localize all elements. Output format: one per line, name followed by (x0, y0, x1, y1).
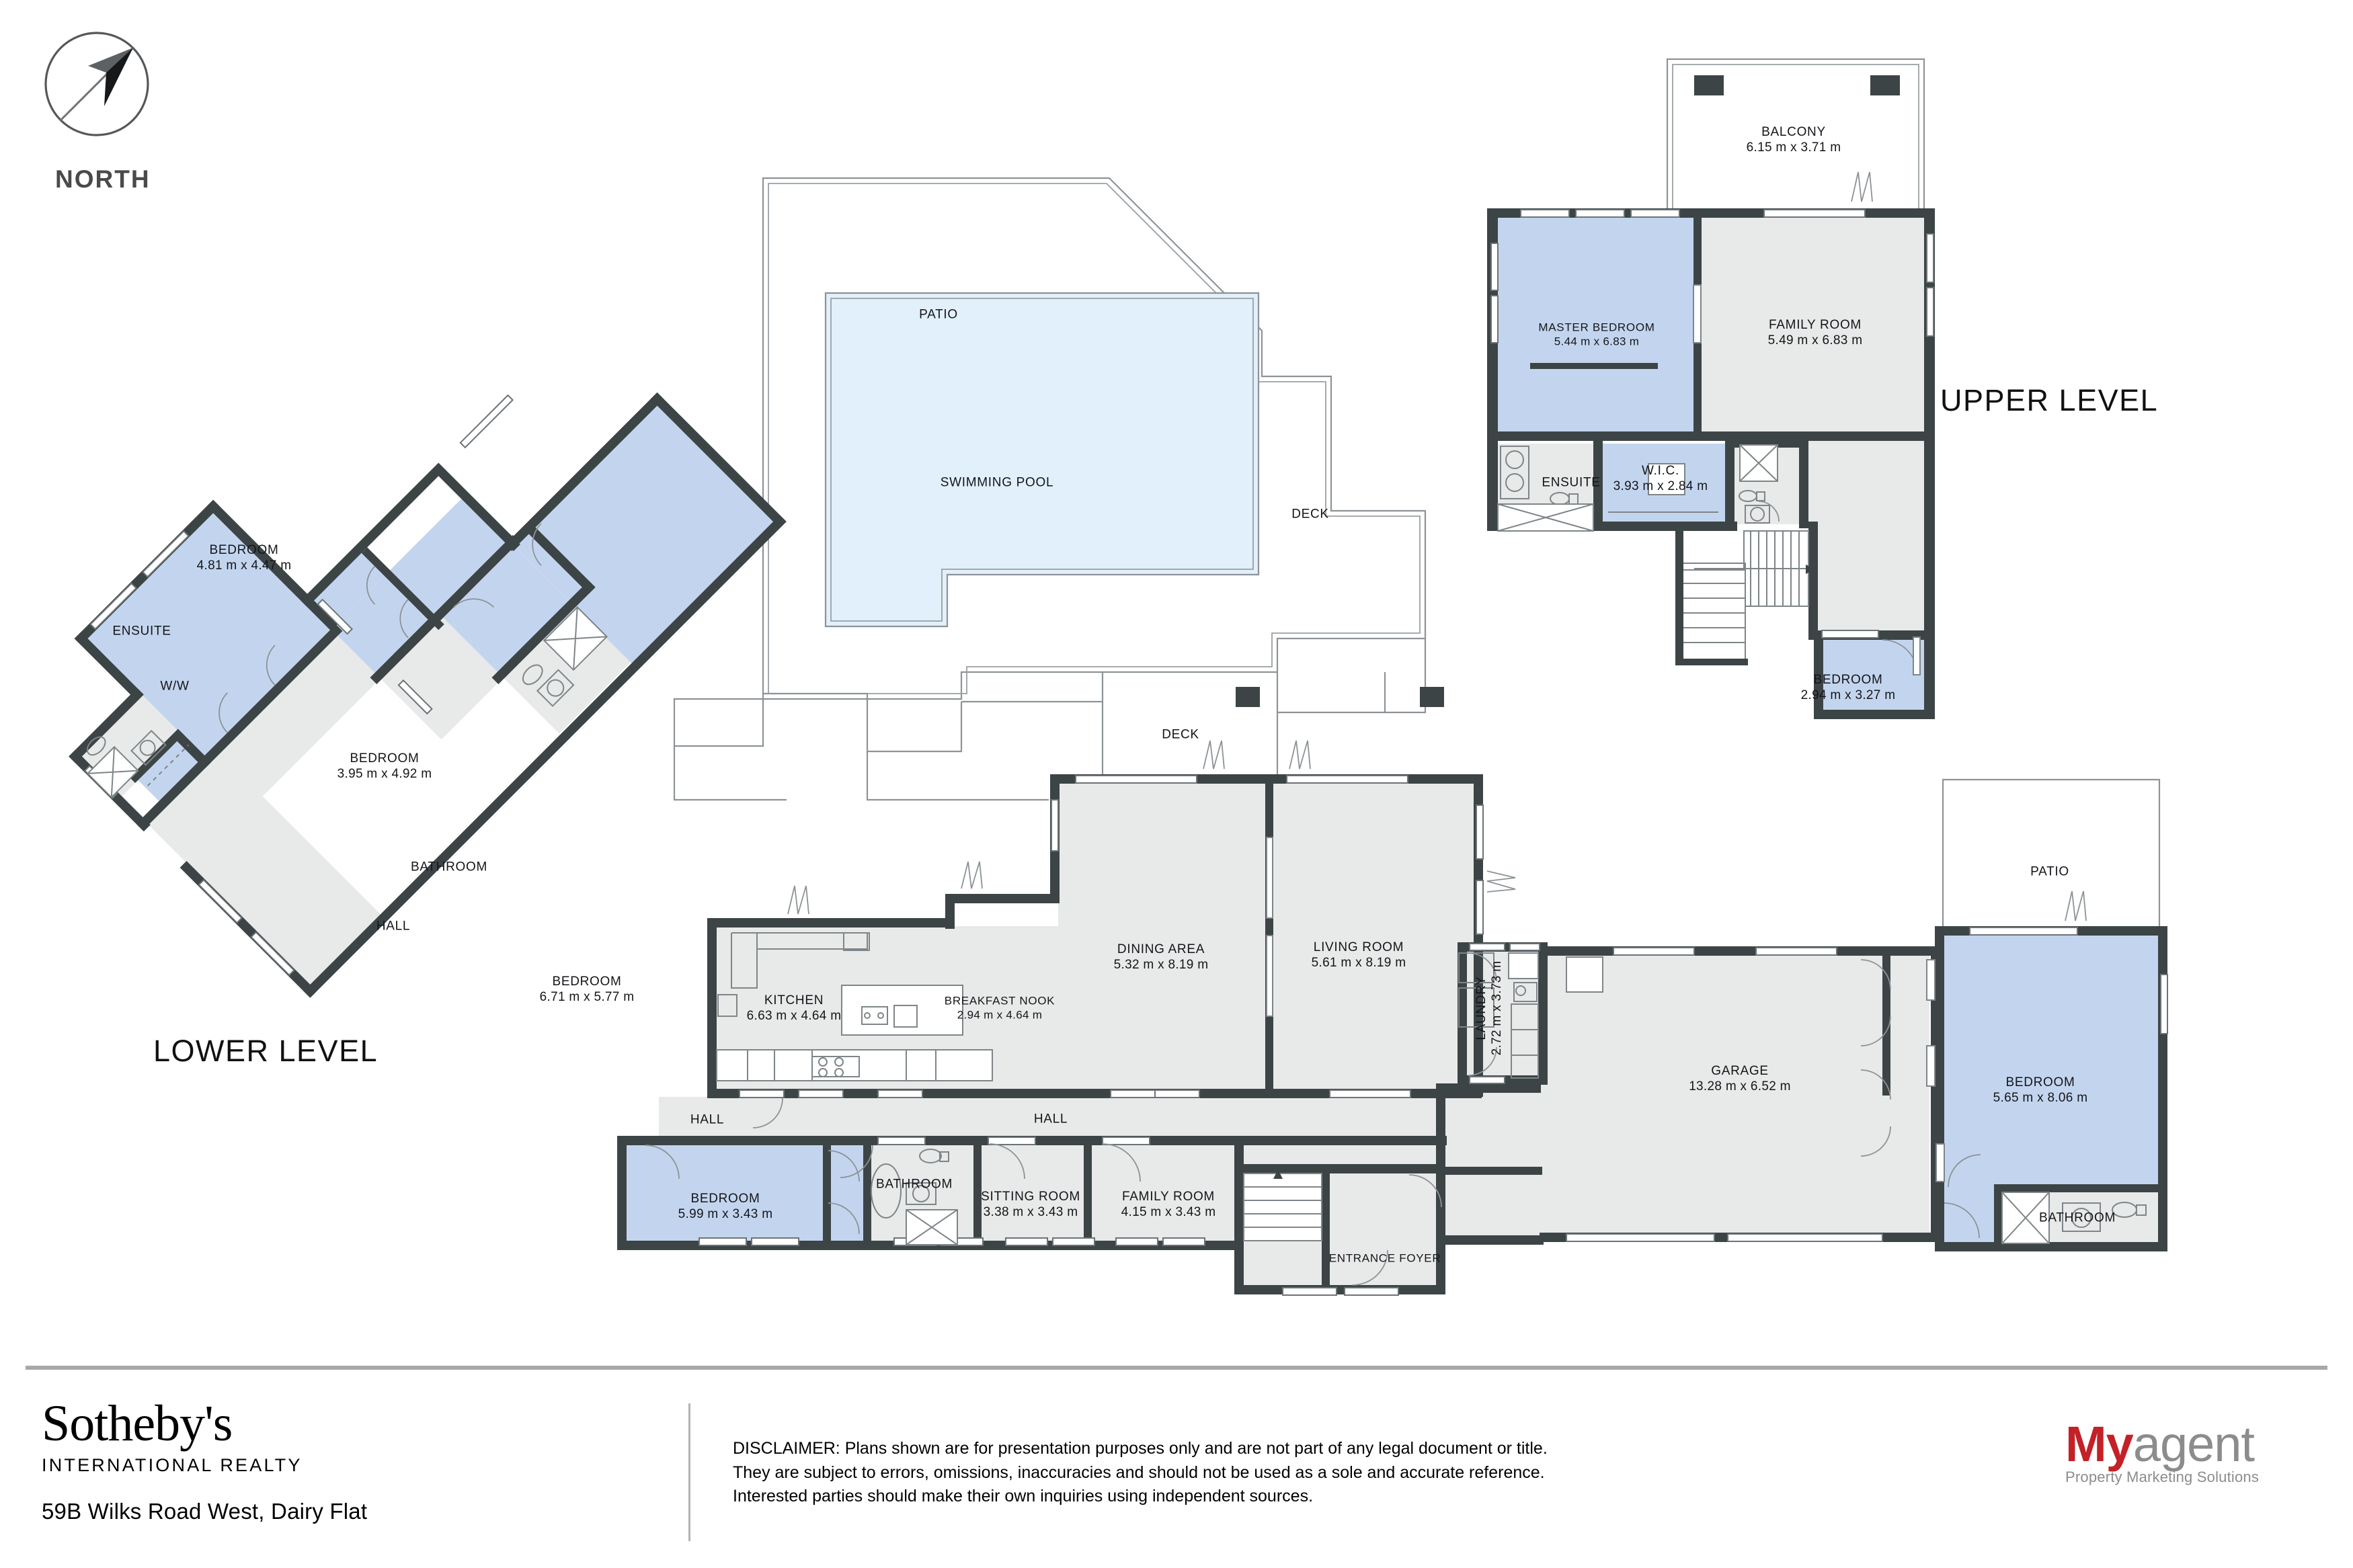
sothebys-logo: Sotheby's (42, 1395, 233, 1452)
disclaimer-line: DISCLAIMER: Plans shown are for presenta… (733, 1439, 1548, 1458)
brand-block: Sotheby's INTERNATIONAL REALTY 59B Wilks… (42, 1398, 647, 1524)
disclaimer-line: Interested parties should make their own… (733, 1487, 1314, 1505)
myagent-logo: Myagent Property Marketing Solutions (2065, 1419, 2327, 1486)
main-body-plan (617, 740, 2168, 1296)
footer-vertical-divider (688, 1403, 690, 1541)
lower-level-caption: LOWER LEVEL (153, 1034, 378, 1068)
upper-level-caption: UPPER LEVEL (1940, 383, 2159, 417)
footer-divider (26, 1366, 2327, 1370)
footer: Sotheby's INTERNATIONAL REALTY 59B Wilks… (0, 1351, 2353, 1568)
myagent-tagline: Property Marketing Solutions (2065, 1469, 2260, 1486)
upper-level-plan (1487, 171, 1935, 719)
floor-plan-drawing: .wall { fill:#3c4446; } .grey { fill:#e8… (69, 58, 2168, 1296)
myagent-logo-agent: agent (2132, 1416, 2255, 1472)
outdoor-areas (673, 58, 2161, 936)
myagent-logo-my: My (2065, 1416, 2134, 1472)
sothebys-subtitle: INTERNATIONAL REALTY (42, 1455, 303, 1475)
compass-north-icon: NORTH (32, 19, 180, 193)
compass-label: NORTH (55, 165, 151, 193)
property-address: 59B Wilks Road West, Dairy Flat (42, 1499, 368, 1524)
disclaimer-line: They are subject to errors, omissions, i… (733, 1462, 1545, 1482)
disclaimer-text: DISCLAIMER: Plans shown are for presenta… (733, 1437, 1548, 1509)
nw-wing-plan (69, 392, 787, 998)
